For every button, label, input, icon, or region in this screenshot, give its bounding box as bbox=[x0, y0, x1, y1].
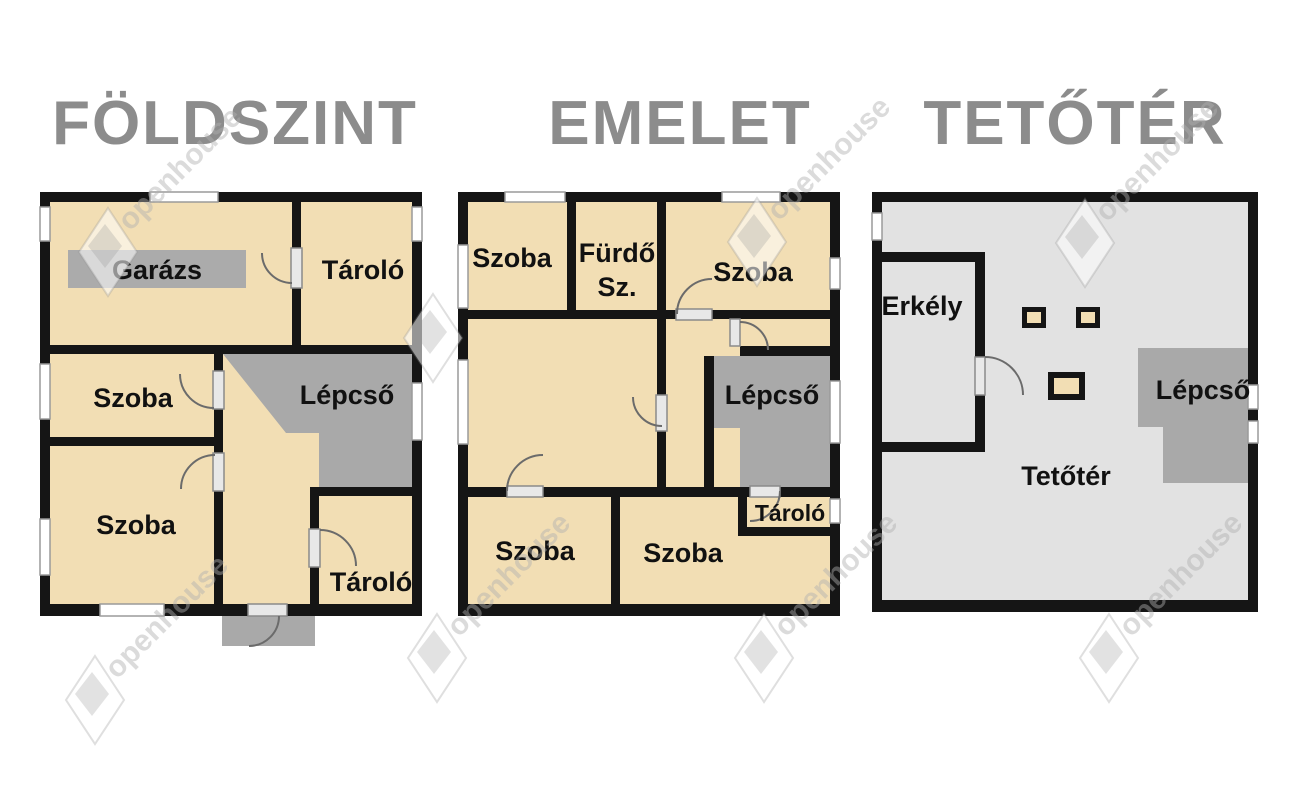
bathroom-label-line2: Sz. bbox=[597, 272, 636, 302]
entrance-porch bbox=[222, 616, 315, 646]
watermark-logo bbox=[406, 612, 468, 704]
attic-staircase-area bbox=[1138, 348, 1248, 483]
watermark-logo bbox=[1054, 197, 1116, 289]
top-right-room-door bbox=[675, 308, 713, 321]
watermark-logo bbox=[1078, 612, 1140, 704]
storage-door bbox=[308, 528, 321, 568]
attic-plan: Erkély Lépcső Tetőtér bbox=[871, 192, 1259, 612]
room-top-left-label: Szoba bbox=[472, 243, 552, 273]
attic-stairs-label: Lépcső bbox=[1156, 375, 1251, 405]
ground-doors bbox=[179, 247, 357, 647]
attic-title: TETŐTÉR bbox=[923, 89, 1227, 158]
middle-room-door bbox=[212, 370, 225, 410]
watermark-logo bbox=[733, 612, 795, 704]
balcony-walls bbox=[882, 252, 985, 452]
ground-interior-walls bbox=[50, 202, 412, 604]
first-interior-walls bbox=[468, 202, 830, 604]
ground-stairs-label: Lépcső bbox=[300, 380, 395, 410]
ground-floor-title: FÖLDSZINT bbox=[52, 89, 418, 158]
stair-landing-door bbox=[729, 318, 741, 347]
room-bottom-center-label: Szoba bbox=[643, 538, 723, 568]
ground-staircase-area bbox=[223, 354, 412, 487]
storage-top-label: Tároló bbox=[322, 255, 405, 285]
room-middle-label: Szoba bbox=[93, 383, 173, 413]
hall-door bbox=[655, 394, 668, 432]
watermark-logo bbox=[77, 206, 139, 298]
first-storage-label: Tároló bbox=[755, 500, 825, 526]
garage-storage-door bbox=[290, 247, 303, 289]
bathroom-label-line1: Fürdő bbox=[579, 238, 655, 268]
room-bottom-left-label: Szoba bbox=[495, 536, 575, 566]
watermark-logo bbox=[402, 292, 464, 384]
attic-windows bbox=[871, 212, 1259, 444]
bottom-left-room-door bbox=[506, 485, 544, 498]
first-floor-title: EMELET bbox=[548, 89, 812, 158]
roof-openings bbox=[1022, 307, 1100, 400]
attic-space-label: Tetőtér bbox=[1021, 461, 1111, 491]
bottom-room-door bbox=[212, 452, 225, 492]
first-doors bbox=[506, 278, 781, 522]
first-staircase-area bbox=[714, 356, 830, 490]
first-windows bbox=[457, 191, 841, 524]
room-bottom-label: Szoba bbox=[96, 510, 176, 540]
first-stairs-label: Lépcső bbox=[725, 380, 820, 410]
balcony-door bbox=[974, 356, 1024, 396]
watermark-logo bbox=[726, 196, 788, 288]
ground-windows bbox=[39, 191, 423, 617]
watermark-logo bbox=[64, 654, 126, 746]
balcony-label: Erkély bbox=[881, 291, 962, 321]
ground-floor-plan: Garázs Tároló Szoba Lépcső Szoba Tároló bbox=[39, 191, 423, 647]
entrance-door bbox=[247, 603, 288, 617]
storage-bottom-label: Tároló bbox=[330, 567, 413, 597]
first-storage-door bbox=[749, 485, 781, 498]
